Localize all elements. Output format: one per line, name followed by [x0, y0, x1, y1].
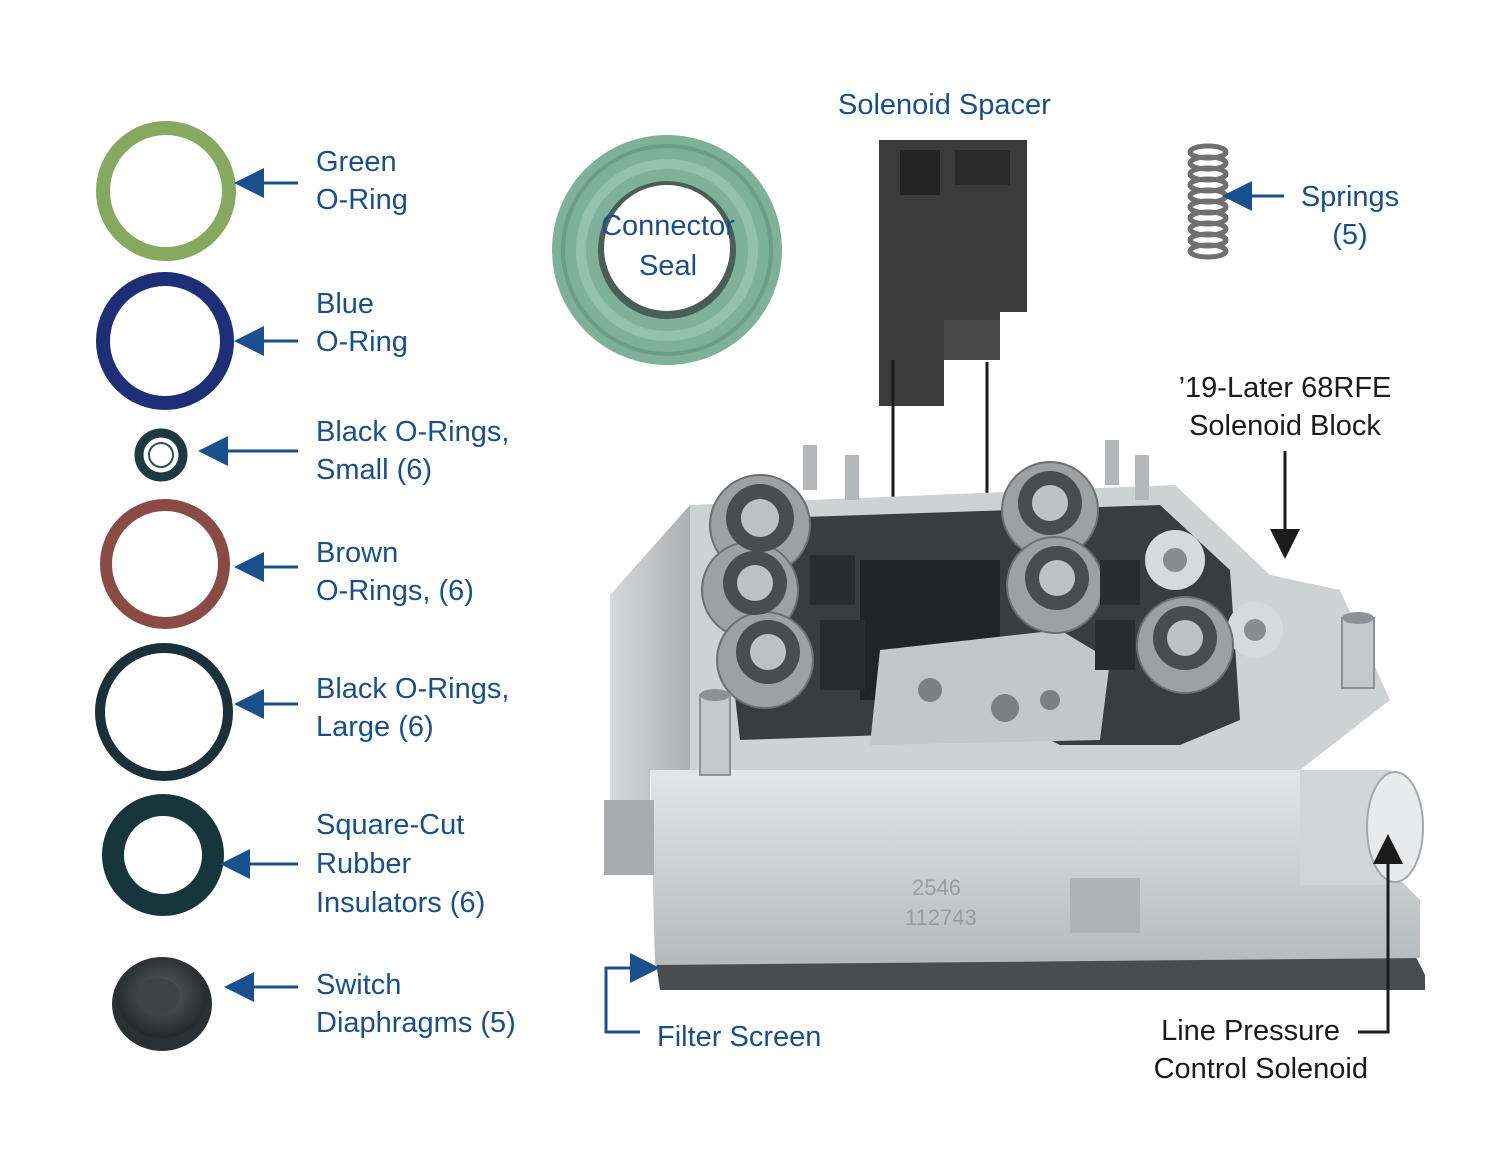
green-oring-label-line2: O-Ring [316, 184, 408, 216]
connector-seal-label: Connector Seal [587, 206, 749, 286]
square-cut-label-line1: Square-Cut [316, 809, 465, 841]
blue-oring-image [96, 272, 234, 410]
left-column-arrows [198, 168, 298, 1002]
square-cut-label: Square-Cut Rubber Insulators (6) [316, 806, 485, 923]
solenoid-block-label-line1: ’19-Later 68RFE [1178, 372, 1392, 404]
black-oring-small-label-line1: Black O-Rings, [316, 416, 510, 448]
blue-oring-label-line2: O-Ring [316, 326, 408, 358]
black-oring-small-label-line2: Small (6) [316, 454, 433, 486]
green-oring-image [96, 121, 236, 261]
solenoid-block-label-line2: Solenoid Block [1189, 410, 1381, 442]
connector-seal-label-line2: Seal [638, 250, 698, 282]
switch-diaphragms-label-line1: Switch [316, 969, 402, 1001]
line-pressure-label: Line Pressure Control Solenoid [1120, 1012, 1368, 1088]
connector-seal-image [552, 135, 782, 365]
black-oring-large-label: Black O-Rings, Large (6) [316, 670, 509, 746]
solenoid-spacer-label: Solenoid Spacer [838, 89, 1051, 121]
square-cut-label-line2: Rubber [316, 848, 412, 880]
blue-oring-label-line1: Blue [316, 288, 375, 320]
solenoid-block-label: ’19-Later 68RFE Solenoid Block [1160, 369, 1410, 445]
switch-diaphragms-label: Switch Diaphragms (5) [316, 966, 516, 1042]
svg-text:2546: 2546 [912, 875, 961, 900]
black-oring-large-label-line1: Black O-Rings, [316, 673, 510, 705]
square-cut-insulator-image [102, 794, 224, 916]
blue-oring-label: Blue O-Ring [316, 285, 408, 361]
svg-text:112743: 112743 [905, 905, 977, 930]
brown-oring-label-line2: O-Rings, (6) [316, 575, 474, 607]
green-oring-label-line1: Green [316, 146, 397, 178]
line-pressure-arrow [1358, 834, 1403, 1034]
black-oring-small-image [134, 428, 188, 482]
black-oring-large-label-line2: Large (6) [316, 711, 434, 743]
filter-screen-bracket [604, 953, 660, 1034]
line-pressure-label-line1: Line Pressure [1161, 1015, 1340, 1047]
black-oring-small-label: Black O-Rings, Small (6) [316, 413, 509, 489]
springs-label: Springs (5) [1290, 178, 1410, 254]
brown-oring-image [100, 499, 230, 629]
springs-label-line1: Springs [1300, 181, 1400, 213]
solenoid-block-image: 2546 112743 [604, 440, 1425, 990]
line-pressure-label-line2: Control Solenoid [1153, 1053, 1368, 1085]
brown-oring-label: Brown O-Rings, (6) [316, 534, 474, 610]
switch-diaphragm-image [112, 957, 212, 1051]
brown-oring-label-line1: Brown [316, 537, 399, 569]
connector-seal-label-line1: Connector [601, 210, 735, 242]
springs-label-line2: (5) [1332, 219, 1368, 251]
square-cut-label-line3: Insulators (6) [316, 887, 486, 919]
black-oring-large-image [95, 643, 233, 781]
green-oring-label: Green O-Ring [316, 143, 408, 219]
switch-diaphragms-label-line2: Diaphragms (5) [316, 1007, 516, 1039]
solenoid-spacer-image [879, 140, 1027, 406]
spring-image [1187, 143, 1229, 260]
filter-screen-label: Filter Screen [657, 1021, 822, 1053]
